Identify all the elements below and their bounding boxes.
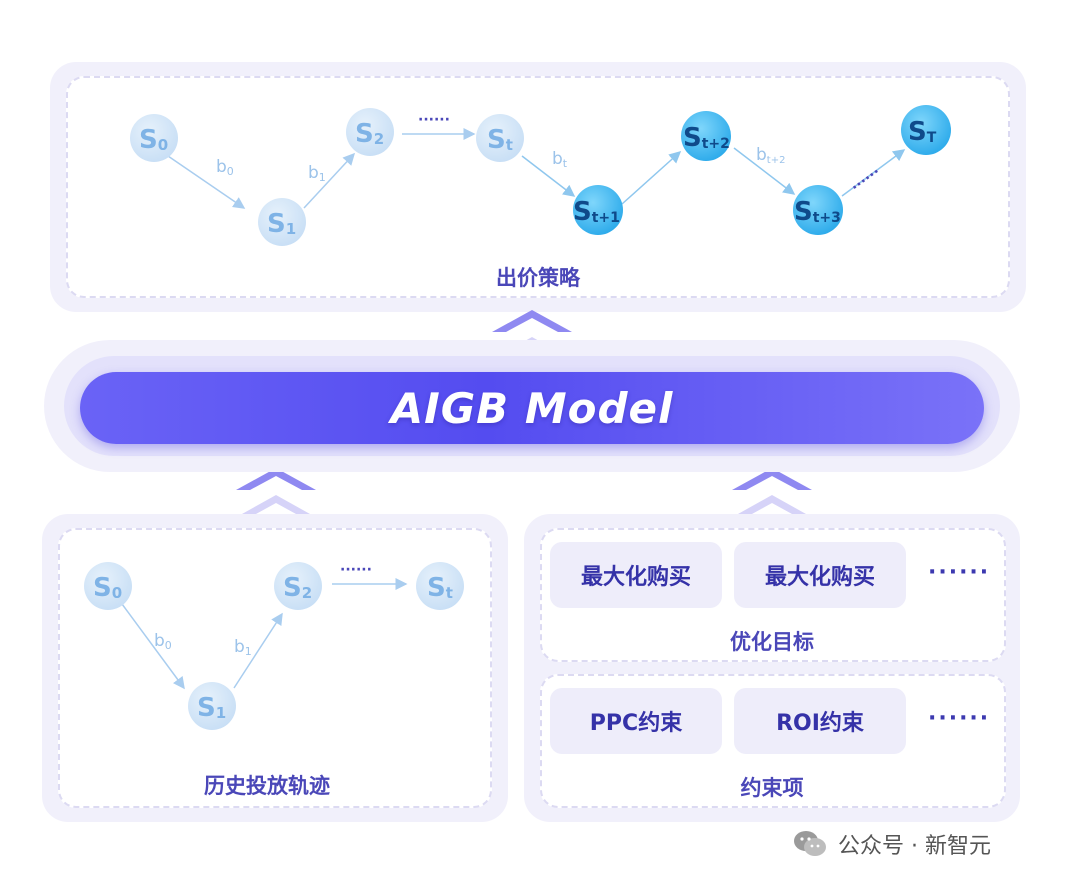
top-ellipsis-1: ······ — [418, 112, 450, 128]
svg-text:b0: b0 — [154, 631, 172, 652]
objective-more: ······ — [928, 560, 991, 585]
edge-st-st1 — [521, 155, 576, 197]
hist-node-s1: S1 — [188, 682, 236, 730]
ppc-constraint-chip: PPC约束 — [550, 688, 722, 754]
node-sT: ST — [901, 105, 951, 155]
hist-node-s2: S2 — [274, 562, 322, 610]
svg-text:St+2: St+2 — [683, 123, 730, 153]
objective-chip-2: 最大化购买 — [734, 542, 906, 608]
svg-text:bt: bt — [552, 149, 568, 170]
bidding-strategy-caption: 出价策略 — [496, 266, 580, 290]
model-title: AIGB Model — [390, 383, 674, 433]
node-st3: St+3 — [793, 185, 843, 235]
edge-st3-sT — [841, 149, 906, 197]
constraint-more: ······ — [928, 706, 991, 731]
hist-node-s0: S0 — [84, 562, 132, 610]
node-st: St — [476, 114, 524, 162]
svg-text:S0: S0 — [139, 125, 168, 155]
bidding-strategy-inner — [66, 76, 1010, 298]
svg-text:St+1: St+1 — [573, 197, 620, 227]
watermark-text: 公众号 · 新智元 — [838, 834, 991, 859]
svg-text:S2: S2 — [355, 119, 384, 149]
chevron-up-icon — [236, 468, 316, 514]
svg-text:S1: S1 — [197, 693, 226, 723]
objective-caption: 优化目标 — [730, 630, 814, 654]
hist-node-st: St — [416, 562, 464, 610]
edge-label-b1: b1 — [308, 163, 326, 184]
edge-s1-s2 — [303, 152, 356, 209]
hist-edge-label-b0: b0 — [154, 631, 172, 652]
hist-edge-label-b1: b1 — [234, 637, 252, 658]
svg-text:bt+2: bt+2 — [756, 145, 785, 166]
svg-text:S2: S2 — [283, 573, 312, 603]
svg-text:b1: b1 — [308, 163, 326, 184]
svg-text:St+3: St+3 — [794, 197, 841, 227]
chevron-up-icon — [732, 468, 812, 514]
wechat-icon — [794, 831, 826, 856]
hist-edge-s0-s1 — [121, 603, 185, 690]
svg-text:b1: b1 — [234, 637, 252, 658]
history-edges — [121, 578, 408, 690]
top-edges — [167, 128, 906, 209]
aigb-model-bar: AIGB Model — [80, 372, 984, 444]
svg-text:S0: S0 — [93, 573, 122, 603]
svg-text:St: St — [427, 573, 453, 603]
objective-chip-1: 最大化购买 — [550, 542, 722, 608]
constraint-caption: 约束项 — [740, 776, 804, 800]
edge-s0-s1 — [167, 155, 246, 209]
node-s0: S0 — [130, 114, 178, 162]
hist-ellipsis: ······ — [340, 562, 372, 578]
roi-constraint-chip: ROI约束 — [734, 688, 906, 754]
node-st2: St+2 — [681, 111, 731, 161]
edge-label-bt2: bt+2 — [756, 145, 785, 166]
node-s1: S1 — [258, 198, 306, 246]
watermark: 公众号 · 新智元 — [792, 826, 991, 862]
edge-label-b0: b0 — [216, 157, 234, 178]
hist-edge-s1-s2 — [233, 612, 283, 689]
edge-label-bt: bt — [552, 149, 568, 170]
node-s2: S2 — [346, 108, 394, 156]
history-caption: 历史投放轨迹 — [204, 774, 330, 798]
edge-st2-st3 — [733, 147, 796, 195]
svg-text:b0: b0 — [216, 157, 234, 178]
svg-text:ST: ST — [908, 117, 937, 147]
svg-text:St: St — [487, 125, 513, 155]
svg-text:S1: S1 — [267, 209, 296, 239]
edge-st1-st2 — [621, 150, 682, 205]
node-st1: St+1 — [573, 185, 623, 235]
